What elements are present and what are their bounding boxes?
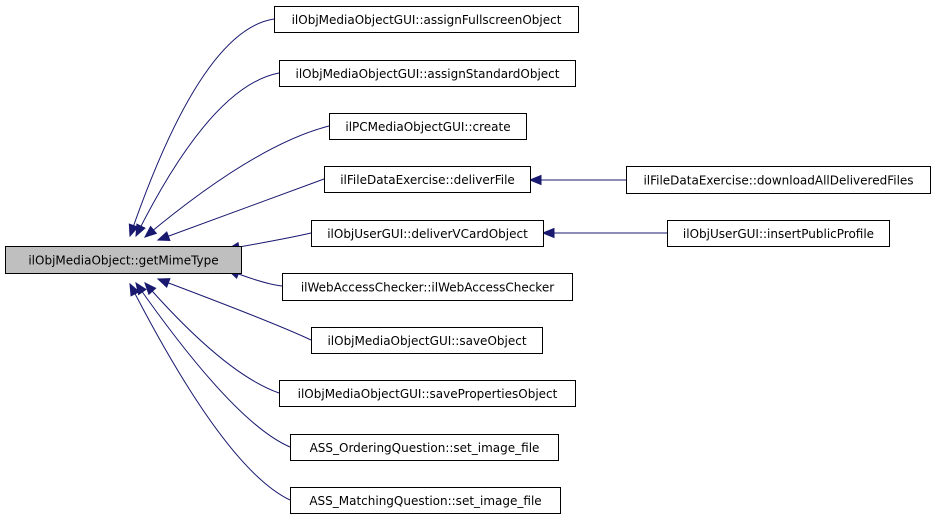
node-label: ASS_OrderingQuestion::set_image_file (310, 441, 540, 455)
node-box[interactable] (282, 273, 573, 301)
node-label: ilObjUserGUI::deliverVCardObject (327, 227, 528, 241)
node-label: ilObjMediaObjectGUI::assignFullscreenObj… (292, 13, 562, 27)
arrowhead (143, 225, 158, 238)
edge-n1-to-n0 (128, 18, 275, 238)
node-box[interactable] (329, 113, 527, 140)
edge-line (135, 282, 291, 448)
edge-line (144, 282, 280, 394)
node-box[interactable] (290, 487, 561, 514)
node-label: ilObjUserGUI::insertPublicProfile (683, 227, 874, 241)
caller-node[interactable]: ilFileDataExercise::downloadAllDelivered… (626, 166, 931, 194)
node-box[interactable] (324, 166, 531, 193)
caller-node[interactable]: ilPCMediaObjectGUI::create (329, 113, 527, 140)
arrowhead (541, 227, 555, 239)
nodes-layer: ilObjMediaObject::getMimeTypeilObjMediaO… (5, 6, 931, 514)
caller-node[interactable]: ilFileDataExercise::deliverFile (324, 166, 531, 193)
node-label: ASS_MatchingQuestion::set_image_file (309, 494, 541, 508)
arrowhead (144, 282, 157, 296)
caller-node[interactable]: ilObjMediaObjectGUI::assignFullscreenObj… (274, 6, 579, 33)
node-box[interactable] (279, 380, 576, 407)
edge-line (157, 278, 312, 341)
edge-n11-to-n4 (528, 174, 626, 186)
node-label: ilWebAccessChecker::ilWebAccessChecker (301, 281, 554, 295)
edge-n3-to-n0 (143, 125, 330, 238)
arrowhead (129, 282, 140, 297)
focus-node[interactable]: ilObjMediaObject::getMimeType (5, 246, 242, 274)
edge-line (157, 178, 325, 241)
arrowhead (135, 223, 146, 238)
node-box[interactable] (5, 246, 242, 274)
edge-n7-to-n0 (156, 278, 312, 341)
arrowhead (528, 174, 542, 186)
node-label: ilFileDataExercise::deliverFile (340, 173, 515, 187)
caller-node[interactable]: ilObjMediaObjectGUI::assignStandardObjec… (279, 60, 576, 87)
caller-node[interactable]: ilObjMediaObjectGUI::saveObject (311, 327, 543, 354)
edge-line (144, 125, 330, 238)
node-box[interactable] (626, 166, 931, 194)
node-box[interactable] (274, 6, 579, 33)
node-label: ilObjMediaObjectGUI::savePropertiesObjec… (298, 387, 558, 401)
caller-node[interactable]: ASS_MatchingQuestion::set_image_file (290, 487, 561, 514)
edge-line (135, 72, 280, 237)
node-label: ilPCMediaObjectGUI::create (345, 120, 510, 134)
node-label: ilFileDataExercise::downloadAllDelivered… (643, 174, 913, 188)
node-box[interactable] (667, 220, 890, 247)
node-box[interactable] (311, 327, 543, 354)
node-label: ilObjMediaObjectGUI::saveObject (327, 334, 526, 348)
edge-n8-to-n0 (144, 282, 280, 394)
node-box[interactable] (279, 60, 576, 87)
node-label: ilObjMediaObject::getMimeType (28, 254, 218, 268)
edge-n2-to-n0 (135, 72, 280, 238)
caller-node[interactable]: ASS_OrderingQuestion::set_image_file (290, 434, 559, 461)
caller-node[interactable]: ilWebAccessChecker::ilWebAccessChecker (282, 273, 573, 301)
arrowhead (156, 231, 171, 241)
arrowhead (156, 278, 171, 288)
edge-n4-to-n0 (156, 178, 325, 241)
edge-n12-to-n5 (541, 227, 667, 239)
edge-line (129, 18, 275, 237)
caller-node[interactable]: ilObjUserGUI::insertPublicProfile (667, 220, 890, 247)
edge-n10-to-n0 (129, 282, 291, 501)
node-box[interactable] (311, 220, 544, 247)
edge-line (129, 283, 291, 501)
arrowhead (128, 223, 139, 238)
node-label: ilObjMediaObjectGUI::assignStandardObjec… (296, 67, 560, 81)
edge-n9-to-n0 (135, 281, 291, 448)
node-box[interactable] (290, 434, 559, 461)
caller-node[interactable]: ilObjMediaObjectGUI::savePropertiesObjec… (279, 380, 576, 407)
caller-node[interactable]: ilObjUserGUI::deliverVCardObject (311, 220, 544, 247)
